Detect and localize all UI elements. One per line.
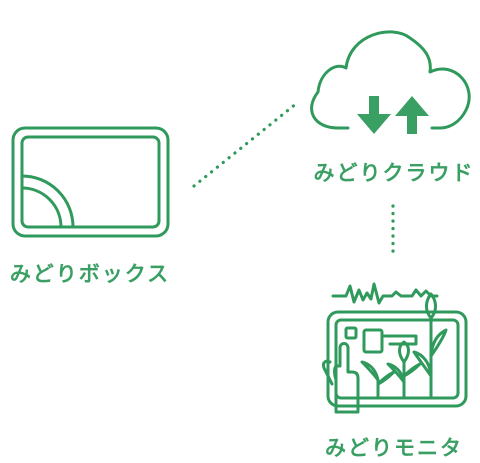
box-label: みどりボックス — [10, 262, 170, 286]
monitor-plant-icon — [322, 282, 468, 414]
down-arrow-icon — [357, 96, 391, 134]
up-arrow-icon — [395, 96, 429, 134]
monitor-label: みどりモニタ — [325, 436, 463, 460]
cloud-label: みどりクラウド — [314, 161, 475, 185]
connector-box-cloud — [192, 101, 299, 188]
box-device-icon — [11, 126, 170, 238]
cloud-sync-icon — [310, 30, 471, 134]
